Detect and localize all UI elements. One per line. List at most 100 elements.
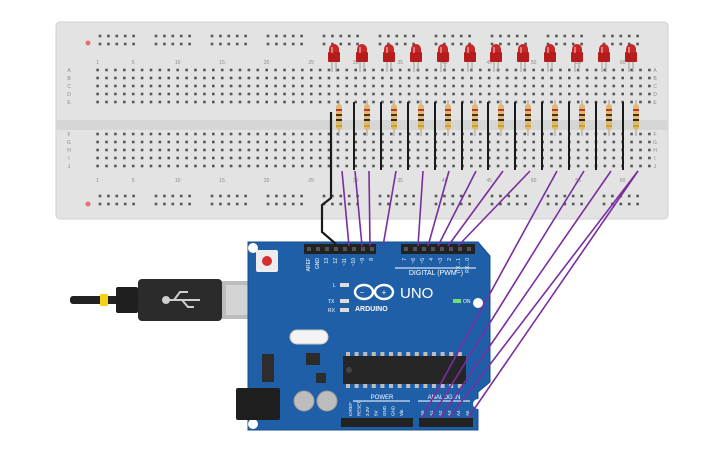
column-number: 15 xyxy=(219,178,225,184)
smd-component xyxy=(316,373,326,383)
svg-text:−: − xyxy=(360,288,365,297)
signal-wire[interactable] xyxy=(368,170,371,247)
row-letter: J xyxy=(654,164,657,170)
analog-pin-label: A4 xyxy=(456,410,461,416)
row-letter: C xyxy=(653,84,657,90)
resistor[interactable] xyxy=(364,100,370,136)
resistor[interactable] xyxy=(525,100,531,136)
row-letter: B xyxy=(653,76,657,82)
dc-power-jack[interactable] xyxy=(236,388,280,420)
power-pin-label: IOREF xyxy=(348,402,353,416)
signal-wire[interactable] xyxy=(457,170,531,247)
signal-wire[interactable] xyxy=(448,170,639,419)
power-pin-label: GND xyxy=(382,405,387,416)
column-number: 15 xyxy=(219,60,225,66)
signal-wire[interactable] xyxy=(439,170,612,419)
signal-wires xyxy=(341,170,639,419)
row-letter: H xyxy=(653,148,657,154)
row-letter: H xyxy=(67,148,71,154)
led[interactable] xyxy=(328,44,340,72)
ground-wire xyxy=(320,112,337,245)
header-pin-label: RX←0 xyxy=(465,258,471,273)
signal-wire[interactable] xyxy=(382,170,397,247)
signal-wire[interactable] xyxy=(430,170,585,419)
power-on-led xyxy=(453,299,461,303)
analog-pin-label: A5 xyxy=(465,410,470,416)
header-pin-label: ~10 xyxy=(351,258,357,267)
resistor[interactable] xyxy=(606,100,612,136)
row-letter: B xyxy=(67,76,71,82)
column-number: 55 xyxy=(575,60,581,66)
resistor[interactable] xyxy=(579,100,585,136)
row-letter: E xyxy=(67,100,71,106)
led[interactable] xyxy=(571,44,583,72)
resistor[interactable] xyxy=(472,100,478,136)
analog-pin-label: A3 xyxy=(447,410,452,416)
column-number: 50 xyxy=(531,60,537,66)
signal-wire[interactable] xyxy=(341,170,350,247)
header-pin-label: TX→1 xyxy=(456,258,462,272)
row-letter: C xyxy=(67,84,71,90)
header-pin-label: ~9 xyxy=(360,258,366,264)
led[interactable] xyxy=(517,44,529,72)
analog-pin-label: A0 xyxy=(420,410,425,416)
smd-chip xyxy=(306,353,320,365)
led[interactable] xyxy=(598,44,610,72)
led[interactable] xyxy=(464,44,476,72)
digital-header-right xyxy=(401,244,475,254)
arduino-infinity-logo-icon xyxy=(353,283,395,301)
resistor[interactable] xyxy=(445,100,451,136)
power-rail-plus-icon xyxy=(85,201,91,207)
capacitor-icon xyxy=(293,390,315,412)
led[interactable] xyxy=(356,44,368,72)
led[interactable] xyxy=(490,44,502,72)
row-letter: E xyxy=(653,100,657,106)
digital-pwm-label: DIGITAL (PWM~) xyxy=(409,270,463,277)
led[interactable] xyxy=(410,44,422,72)
led[interactable] xyxy=(625,44,637,72)
analog-pin-label: A2 xyxy=(438,410,443,416)
signal-wire[interactable] xyxy=(447,170,504,247)
column-number: 20 xyxy=(264,178,270,184)
led[interactable] xyxy=(437,44,449,72)
usb-cable[interactable] xyxy=(70,279,274,321)
column-number: 25 xyxy=(308,178,314,184)
power-rail-plus-icon xyxy=(85,40,91,46)
resistor[interactable] xyxy=(418,100,424,136)
capacitor-icon xyxy=(316,390,338,412)
signal-wire[interactable] xyxy=(417,170,424,247)
led-array xyxy=(328,44,637,72)
signal-wire[interactable] xyxy=(467,170,639,419)
header-pin-label: ~11 xyxy=(342,258,348,266)
column-number: 35 xyxy=(397,60,403,66)
resistor[interactable] xyxy=(391,100,397,136)
header-pin-label: ~6 xyxy=(411,258,417,264)
column-number: 10 xyxy=(175,178,181,184)
resistor[interactable] xyxy=(498,100,504,136)
resistor[interactable] xyxy=(552,100,558,136)
row-letter: G xyxy=(67,140,71,146)
column-number: 50 xyxy=(531,178,537,184)
analog-pin-label: A1 xyxy=(429,410,434,416)
rx-led xyxy=(340,308,349,312)
signal-wire[interactable] xyxy=(421,170,558,419)
header-pin-label: ~3 xyxy=(438,258,444,264)
led[interactable] xyxy=(383,44,395,72)
signal-wire[interactable] xyxy=(354,170,363,247)
row-letter: J xyxy=(68,164,71,170)
signal-wire[interactable] xyxy=(437,170,477,247)
header-pin-label: ~5 xyxy=(420,258,426,264)
row-letter: A xyxy=(653,68,657,74)
digital-header-left xyxy=(304,244,376,254)
power-pin-label: 3.3V xyxy=(365,407,370,416)
column-number: 45 xyxy=(486,60,492,66)
resistor[interactable] xyxy=(336,100,342,136)
column-number: 40 xyxy=(442,178,448,184)
resistor[interactable] xyxy=(633,100,639,136)
signal-wire[interactable] xyxy=(427,170,450,247)
row-letter: D xyxy=(67,92,71,98)
led[interactable] xyxy=(544,44,556,72)
